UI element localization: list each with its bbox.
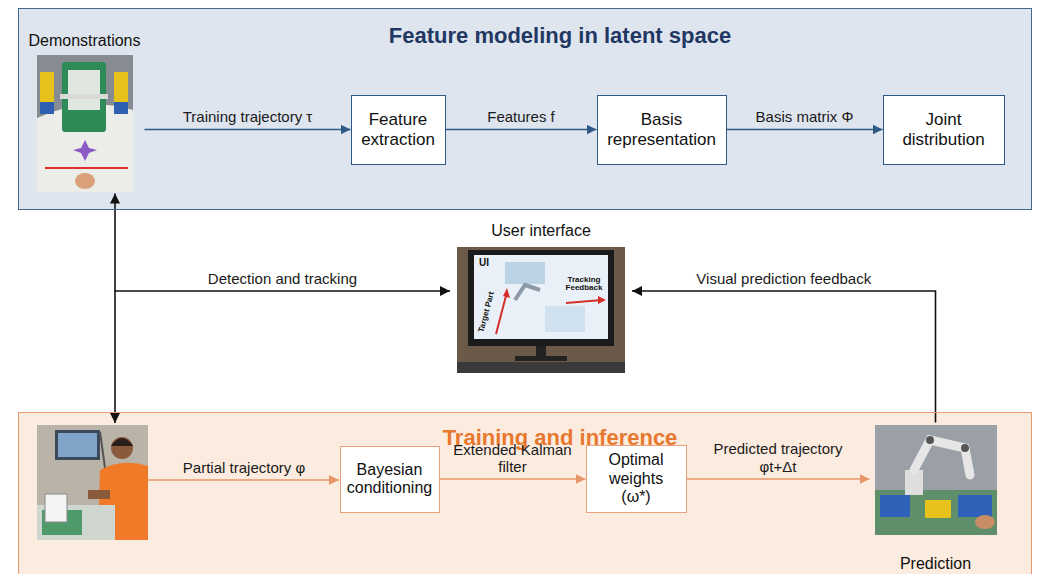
- connector: [446, 129, 597, 131]
- prediction-photo: [926, 436, 934, 444]
- operator-photo: [111, 437, 133, 459]
- demonstration-photo: [114, 72, 128, 102]
- edge-label: Training trajectory τ: [183, 108, 313, 125]
- process-box: Basis representation: [597, 95, 727, 165]
- prediction-photo: [875, 425, 997, 535]
- prediction-photo: [925, 500, 951, 518]
- connector: [145, 129, 351, 131]
- user-interface-photo: [457, 362, 625, 373]
- panel-ground: [18, 412, 1032, 574]
- prediction-photo: [914, 440, 970, 475]
- prediction-photo: [958, 495, 992, 517]
- box-label: Basis representation: [604, 110, 720, 149]
- screen-text: UI: [479, 258, 489, 269]
- demonstration-photo: [37, 55, 133, 192]
- operator-photo: [37, 425, 148, 540]
- user-interface-photo: [545, 306, 585, 332]
- edge-label: Detection and tracking: [208, 270, 357, 287]
- panel-title: Feature modeling in latent space: [19, 23, 1031, 49]
- photo-node: User interface: [450, 222, 632, 375]
- user-interface-photo: [536, 346, 546, 356]
- box-label: Bayesian conditioning: [347, 461, 433, 498]
- demonstration-photo: [73, 140, 97, 161]
- partial-trajectory-line: [148, 479, 339, 481]
- connector: [687, 478, 870, 480]
- user-interface-photo: [515, 285, 540, 300]
- demonstration-photo: [37, 55, 133, 192]
- demonstration-photo: [45, 167, 128, 169]
- photo-caption: Demonstrations: [25, 32, 145, 50]
- user-interface-photo: [496, 292, 507, 334]
- user-interface-photo: [457, 247, 625, 373]
- screen-text: Tracking Feedback: [561, 276, 607, 293]
- user-interface-photo: [598, 296, 606, 304]
- user-interface-photo: [566, 300, 602, 303]
- process-box: Bayesian conditioning: [340, 446, 440, 513]
- user-interface-photo: [474, 255, 608, 339]
- edge-label: Basis matrix Φ: [756, 108, 854, 125]
- connector: [632, 291, 936, 423]
- demonstration-photo: [114, 102, 128, 114]
- line-label: Partial trajectory φ: [183, 459, 305, 476]
- box-label: Feature extraction: [358, 110, 439, 149]
- section-panel: Training and inferenceBayesian condition…: [18, 412, 1032, 574]
- user-interface-photo: [515, 356, 567, 361]
- connector: [440, 478, 586, 480]
- operator-photo: [58, 433, 97, 457]
- demonstration-photo: [75, 173, 95, 189]
- prediction-photo: [875, 425, 997, 535]
- user-interface-photo: [505, 262, 545, 284]
- box-label: Joint distribution: [890, 110, 998, 149]
- user-interface-photo: [503, 288, 510, 298]
- photo-node: Demonstrations: [25, 32, 145, 194]
- operator-photo: [45, 494, 67, 522]
- process-box: Joint distribution: [883, 95, 1005, 165]
- edge-label: Predicted trajectory φt+Δt: [694, 440, 863, 475]
- connector: [727, 129, 883, 131]
- connector: [115, 194, 450, 292]
- screen-text: Target Part: [478, 291, 497, 333]
- user-interface-photo: [468, 250, 614, 346]
- prediction-photo: [880, 495, 910, 517]
- operator-photo: [111, 438, 133, 446]
- prediction-photo: [875, 490, 997, 535]
- user-interface-photo: [457, 247, 625, 373]
- demonstration-photo: [40, 72, 54, 102]
- prediction-photo: [975, 515, 995, 529]
- tracking-branch-line: [114, 291, 116, 423]
- process-box: Feature extraction: [351, 95, 446, 165]
- photo-caption: Prediction: [870, 555, 1002, 573]
- operator-photo: [55, 430, 100, 460]
- demonstration-photo: [40, 102, 54, 114]
- photo-caption: User interface: [450, 222, 632, 240]
- box-label: Optimal weights (ω*): [593, 451, 680, 506]
- edge-label: Features f: [487, 108, 555, 125]
- edge-label: Visual prediction feedback: [696, 270, 871, 287]
- demonstration-photo: [68, 70, 100, 110]
- photo-node: Prediction: [870, 423, 1002, 573]
- process-box: Optimal weights (ω*): [586, 445, 687, 512]
- operator-photo: [37, 425, 148, 540]
- operator-photo: [88, 490, 110, 499]
- panel-ground: [18, 8, 1032, 210]
- prediction-photo: [961, 444, 969, 452]
- edge-label: Extended Kalman filter: [447, 441, 579, 476]
- demonstration-photo: [60, 94, 108, 99]
